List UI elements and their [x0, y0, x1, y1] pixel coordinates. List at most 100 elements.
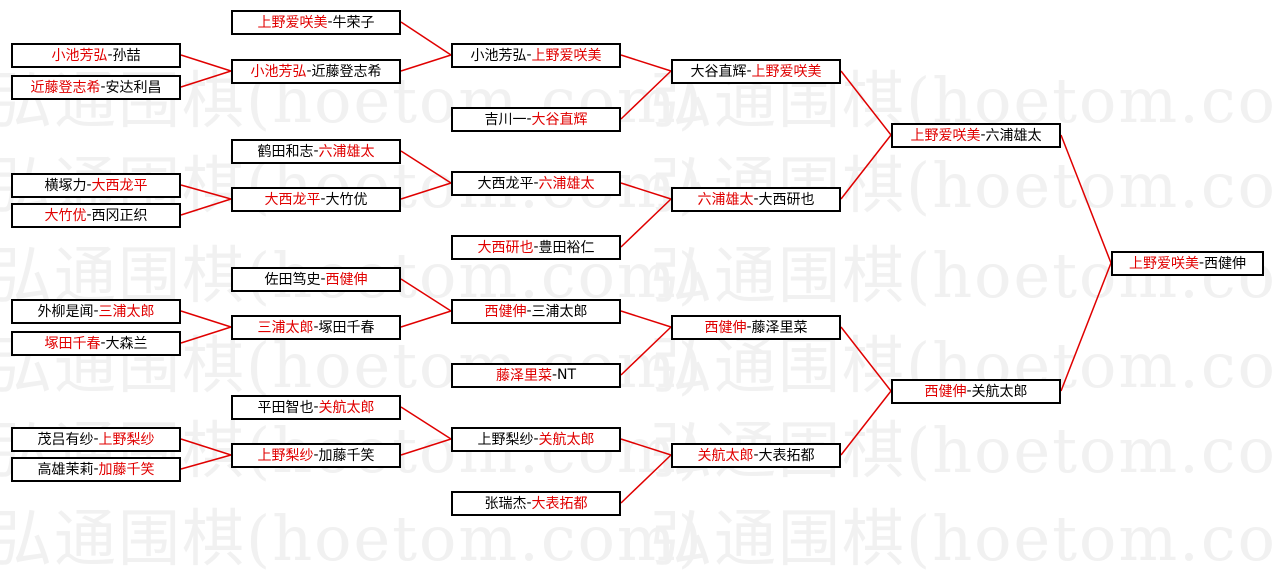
- player-b: 大西研也: [758, 192, 815, 208]
- connector-round1-6: [180, 326, 232, 344]
- match-box-round3-8: 张瑞杰-大表拓都: [451, 490, 621, 516]
- connector-round1-4: [180, 198, 232, 216]
- player-a: 关航太郎: [697, 448, 754, 464]
- player-a: 近藤登志希: [30, 80, 101, 96]
- vs-dash: -: [526, 47, 532, 63]
- connector-round2-2: [400, 54, 452, 72]
- match-box-round3-6: 藤泽里菜-NT: [451, 362, 621, 388]
- connector-round2-5: [400, 278, 452, 312]
- player-a: 藤泽里菜: [495, 368, 552, 384]
- connector-round5-2: [1060, 262, 1112, 392]
- vs-dash: -: [1198, 255, 1205, 271]
- player-b: 六浦雄太: [985, 128, 1042, 144]
- match-box-round1-8: 高雄茉莉-加藤千笑: [11, 456, 181, 482]
- player-a: 平田智也: [257, 400, 314, 416]
- vs-dash: -: [966, 383, 972, 399]
- vs-dash: -: [320, 191, 326, 207]
- connector-round3-6: [620, 326, 672, 376]
- vs-dash: -: [100, 335, 106, 351]
- player-b: 藤泽里菜: [751, 320, 808, 336]
- connector-round2-8: [400, 438, 452, 456]
- player-a: 小池芳弘: [250, 64, 307, 80]
- player-b: 三浦太郎: [98, 304, 155, 320]
- connector-round2-3: [400, 150, 452, 184]
- player-a: 大西研也: [477, 240, 534, 256]
- vs-dash: -: [533, 175, 539, 191]
- connector-round5-1: [1060, 134, 1112, 264]
- player-a: 上野梨纱: [257, 448, 314, 464]
- player-b: 大西龙平: [91, 178, 148, 194]
- match-box-round1-1: 小池芳弘-孙喆: [11, 42, 181, 68]
- connector-round4-3: [840, 326, 892, 392]
- vs-dash: -: [93, 461, 99, 477]
- player-a: 佐田笃史: [264, 272, 321, 288]
- connector-round2-6: [400, 310, 452, 328]
- connector-round2-7: [400, 406, 452, 440]
- match-box-round3-5: 西健伸-三浦太郎: [451, 298, 621, 324]
- connector-round3-2: [620, 70, 672, 120]
- player-b: 六浦雄太: [538, 176, 595, 192]
- player-b: 上野爱咲美: [751, 64, 822, 80]
- player-a: 西健伸: [924, 384, 967, 400]
- connector-round4-1: [840, 70, 892, 136]
- player-a: 小池芳弘: [51, 48, 108, 64]
- connector-round1-3: [180, 184, 232, 200]
- vs-dash: -: [313, 447, 319, 463]
- player-b: 塚田千春: [318, 320, 375, 336]
- player-a: 上野爱咲美: [910, 128, 981, 144]
- vs-dash: -: [753, 447, 759, 463]
- player-b: 上野爱咲美: [531, 48, 602, 64]
- player-a: 西健伸: [704, 320, 747, 336]
- match-box-round3-7: 上野梨纱-关航太郎: [451, 426, 621, 452]
- match-box-round3-1: 小池芳弘-上野爱咲美: [451, 42, 621, 68]
- vs-dash: -: [306, 63, 312, 79]
- match-box-round1-5: 外柳是闻-三浦太郎: [11, 298, 181, 324]
- player-a: 小池芳弘: [470, 48, 527, 64]
- player-a: 上野爱咲美: [257, 15, 328, 31]
- match-box-round2-6: 三浦太郎-塚田千春: [231, 314, 401, 340]
- player-a: 张瑞杰: [484, 496, 527, 512]
- player-b: 孙喆: [112, 48, 141, 64]
- player-b: 加藤千笑: [98, 462, 155, 478]
- player-a: 大西龙平: [477, 176, 534, 192]
- match-box-round2-1: 上野爱咲美-牛荣子: [231, 9, 401, 35]
- player-a: 大竹优: [44, 208, 87, 224]
- match-box-round1-7: 茂吕有纱-上野梨纱: [11, 426, 181, 452]
- player-a: 上野梨纱: [477, 432, 534, 448]
- vs-dash: -: [320, 271, 326, 287]
- connector-round3-8: [620, 454, 672, 504]
- match-box-round2-4: 大西龙平-大竹优: [231, 186, 401, 212]
- connector-round2-4: [400, 182, 452, 200]
- player-b: 西健伸: [1204, 256, 1247, 272]
- vs-dash: -: [327, 14, 333, 30]
- connector-round1-5: [180, 310, 232, 328]
- player-a: 三浦太郎: [257, 320, 314, 336]
- vs-dash: -: [526, 303, 532, 319]
- connector-round3-1: [620, 54, 672, 72]
- match-box-round4-4: 关航太郎-大表拓都: [671, 442, 841, 468]
- player-a: 高雄茉莉: [37, 462, 94, 478]
- player-a: 横塚力: [44, 178, 87, 194]
- player-a: 上野爱咲美: [1128, 256, 1199, 272]
- connector-round3-5: [620, 310, 672, 328]
- vs-dash: -: [86, 207, 92, 223]
- connector-round4-2: [840, 134, 892, 200]
- match-box-round5-2: 西健伸-关航太郎: [891, 378, 1061, 404]
- match-box-round2-8: 上野梨纱-加藤千笑: [231, 442, 401, 468]
- connector-round1-1: [180, 54, 232, 72]
- match-box-round4-3: 西健伸-藤泽里菜: [671, 314, 841, 340]
- connector-round1-2: [180, 70, 232, 88]
- match-box-round2-2: 小池芳弘-近藤登志希: [231, 58, 401, 84]
- player-a: 西健伸: [484, 304, 527, 320]
- match-box-round5-1: 上野爱咲美-六浦雄太: [891, 122, 1061, 148]
- player-b: 大谷直辉: [531, 112, 588, 128]
- player-b: 安达利昌: [105, 80, 162, 96]
- vs-dash: -: [313, 399, 319, 415]
- player-a: 茂吕有纱: [37, 432, 94, 448]
- match-box-round1-4: 大竹优-西冈正织: [11, 202, 181, 228]
- vs-dash: -: [551, 367, 558, 383]
- match-box-round4-2: 六浦雄太-大西研也: [671, 186, 841, 212]
- player-b: 关航太郎: [538, 432, 595, 448]
- vs-dash: -: [313, 319, 319, 335]
- vs-dash: -: [980, 127, 986, 143]
